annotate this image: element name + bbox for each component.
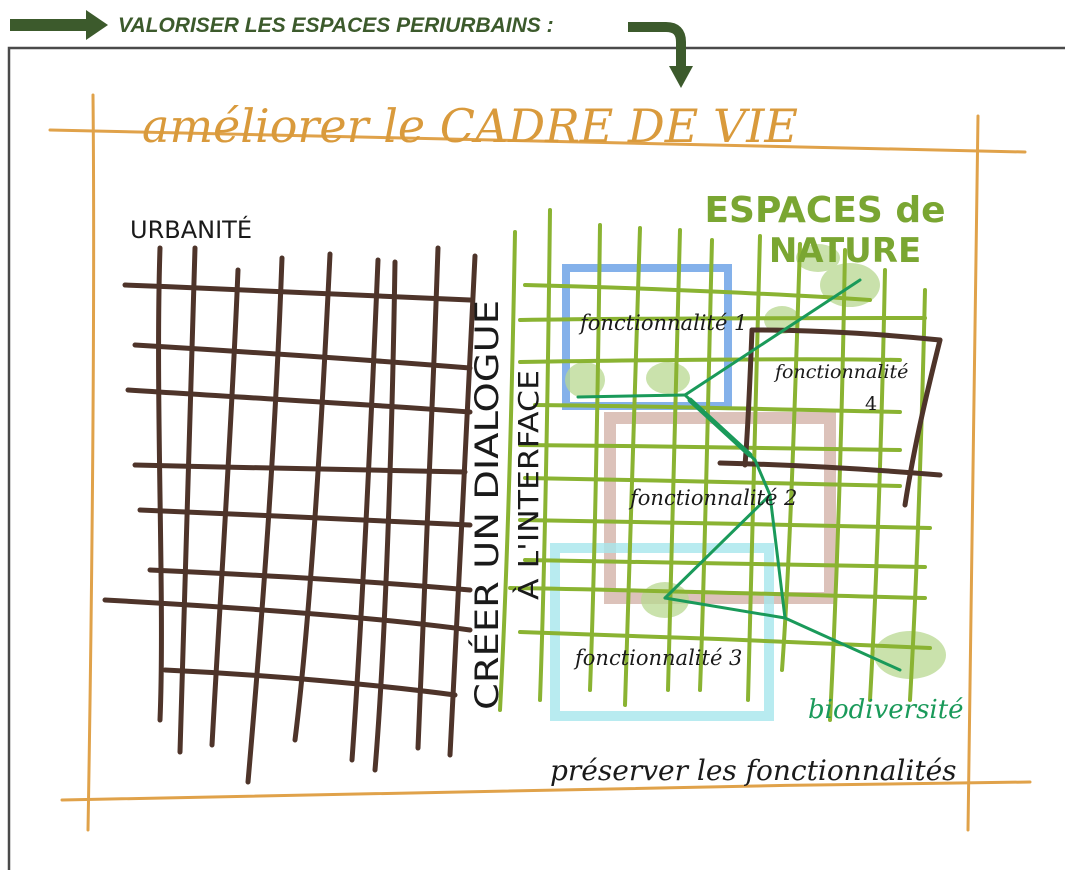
biodiversity-network [576, 278, 902, 672]
sketch-labels: améliorer le CADRE DE VIE URBANITÉ ESPAC… [130, 99, 964, 787]
func2-label: fonctionnalité 2 [628, 486, 797, 510]
nature-label-line1: ESPACES de [704, 190, 945, 231]
outer-frame [7, 46, 1065, 870]
urban-label: URBANITÉ [130, 215, 252, 244]
zone-3 [550, 543, 774, 721]
urban-grid [102, 245, 478, 785]
header-title: VALORISER LES ESPACES PERIURBAINS : [118, 14, 554, 37]
zone-2 [604, 412, 836, 604]
preserve-label: préserver les fonctionnalités [550, 754, 957, 787]
arrow-head-icon [86, 10, 108, 40]
header-arrows [10, 10, 108, 40]
biodiversity-label: biodiversité [808, 695, 964, 725]
func4-label-line2: 4 [865, 393, 877, 415]
bent-arrow-icon [628, 22, 693, 88]
interface-label: CRÉER UN DIALOGUE À L'INTERFACE [468, 300, 545, 710]
sketch-title: améliorer le CADRE DE VIE [142, 99, 798, 153]
func3-label: fonctionnalité 3 [573, 646, 742, 670]
interface-line2: À L'INTERFACE [511, 370, 545, 600]
nature-label-line2: NATURE [769, 231, 921, 271]
func4-label-line1: fonctionnalité [773, 361, 908, 383]
sketch-frame [48, 93, 1032, 832]
nature-grid [498, 208, 932, 722]
header-banner: VALORISER LES ESPACES PERIURBAINS : [0, 0, 1065, 48]
right-arrow-icon [10, 19, 88, 31]
func1-label: fonctionnalité 1 [578, 311, 747, 335]
interface-line1: CRÉER UN DIALOGUE [468, 300, 506, 710]
